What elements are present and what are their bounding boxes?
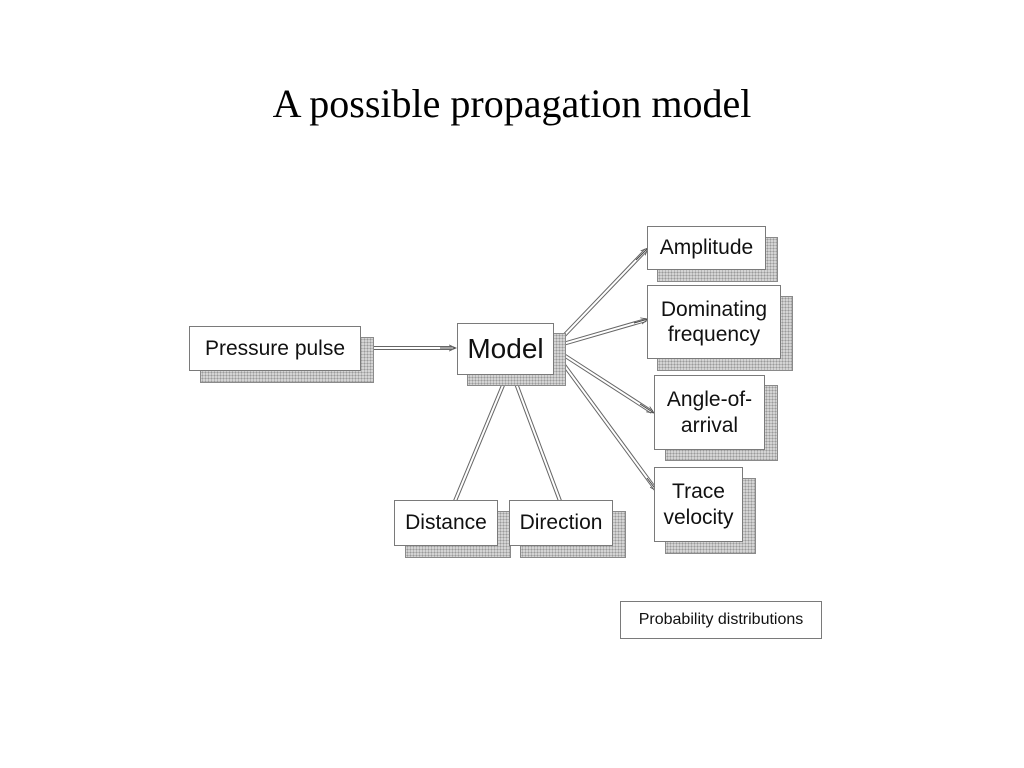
direction-box: Direction — [509, 500, 613, 546]
legend-label: Probability distributions — [638, 611, 804, 629]
amplitude-box: Amplitude — [647, 226, 766, 270]
arrow-to-amplitude — [635, 248, 648, 261]
model-box: Model — [457, 323, 554, 375]
distance-label: Distance — [405, 511, 487, 535]
trace-velocity-box: Trace velocity — [654, 467, 743, 542]
legend-box: Probability distributions — [620, 601, 822, 639]
pressure-pulse-box: Pressure pulse — [189, 326, 361, 371]
model-label: Model — [467, 333, 544, 365]
angle-of-arrival-label: Angle-of- arrival — [666, 388, 753, 437]
direction-label: Direction — [519, 511, 603, 535]
dominating-frequency-label: Dominating frequency — [660, 297, 768, 346]
arrow-fills — [360, 249, 657, 502]
slide-title: A possible propagation model — [272, 81, 752, 126]
pressure-pulse-label: Pressure pulse — [204, 336, 346, 360]
dominating-frequency-box: Dominating frequency — [647, 285, 781, 359]
arrow-to-angle — [639, 403, 654, 413]
angle-of-arrival-box: Angle-of- arrival — [654, 375, 765, 450]
distance-box: Distance — [394, 500, 498, 546]
trace-velocity-label: Trace velocity — [663, 480, 734, 529]
arrow-to-frequency — [633, 319, 648, 323]
amplitude-label: Amplitude — [659, 236, 754, 260]
